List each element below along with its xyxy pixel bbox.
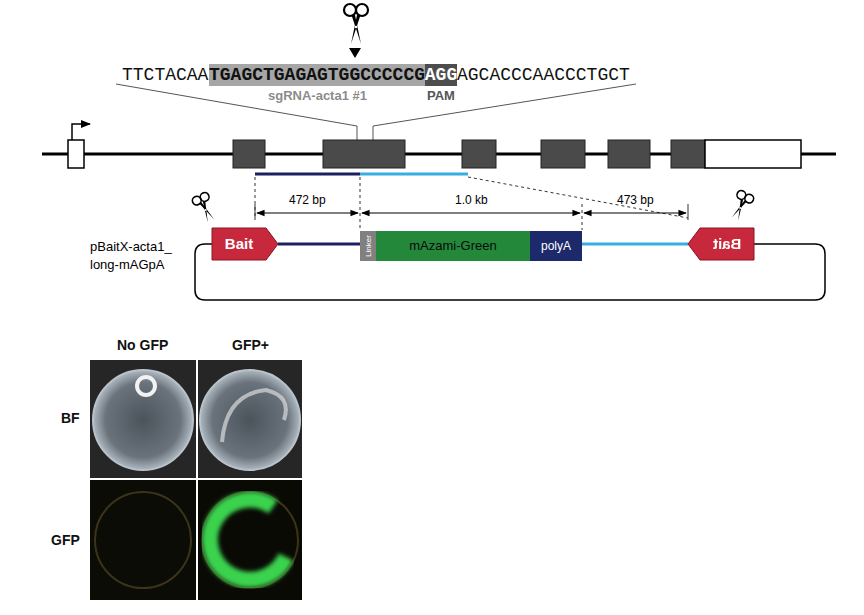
guide-line — [582, 204, 583, 230]
photo-panel — [90, 480, 196, 600]
node-text: mAzami-Green — [409, 238, 496, 254]
bait-shape — [688, 228, 754, 260]
dimension-arrow — [584, 212, 686, 213]
column-header: GFP+ — [232, 337, 269, 353]
photo-panel — [198, 480, 302, 600]
embryo — [95, 492, 191, 588]
exon — [608, 140, 650, 168]
dimension-label: 472 bp — [289, 192, 326, 208]
pam-box: AGG — [425, 64, 457, 86]
sgrna-target-band: TGAGCTGAGAGTGGCCCCCG — [209, 64, 425, 86]
cut-site-arrow — [349, 48, 361, 58]
scissors-icon — [191, 191, 219, 225]
node-text: Bait — [713, 236, 741, 252]
photo-panel — [198, 360, 302, 478]
row-header: GFP — [51, 532, 80, 548]
sequence-text: TTCTACAA — [122, 64, 209, 86]
utr-exon — [705, 140, 801, 168]
bait-arrow: Bait — [688, 228, 754, 260]
node-text: Linker — [361, 235, 377, 257]
exon — [671, 140, 705, 168]
dimension-arrow — [257, 212, 358, 213]
exon — [541, 140, 585, 168]
embryo — [202, 492, 298, 588]
photo-panel — [90, 360, 196, 478]
exon — [462, 140, 496, 168]
polya-box: polyA — [530, 231, 582, 261]
column-header: No GFP — [117, 337, 168, 353]
dimension-label: 1.0 kb — [455, 192, 488, 208]
plasmid-name: pBaitX-acta1_ long-mAGpA — [90, 238, 194, 274]
promoter-arrow — [72, 124, 90, 140]
dimension-label: 473 bp — [617, 192, 654, 208]
embryo-detail — [222, 390, 286, 442]
node-text: Bait — [225, 236, 253, 252]
node-text: polyA — [541, 238, 571, 254]
embryo — [200, 370, 300, 470]
bait-arrow: Bait — [212, 228, 278, 260]
guide-line — [255, 204, 256, 220]
guide-line — [688, 204, 689, 220]
embryo — [93, 370, 193, 470]
node-text: TGAGCTGAGAGTGGCCCCCG — [209, 64, 425, 86]
guide-line — [468, 177, 688, 218]
scissors-icon — [344, 4, 368, 44]
gfp-signal — [210, 500, 286, 580]
bait-shape — [212, 228, 278, 260]
embryo-detail — [137, 377, 155, 395]
left-arm-bar — [255, 173, 360, 176]
sgrna-label: sgRNA-acta1 #1 — [268, 88, 367, 104]
pam-label: PAM — [427, 88, 455, 104]
left-arm-bar — [278, 243, 360, 246]
zoom-line — [373, 84, 636, 140]
exon — [323, 140, 405, 168]
scissors-icon — [727, 189, 755, 223]
right-arm-bar — [582, 243, 688, 246]
exon — [233, 140, 265, 168]
reporter-box: mAzami-Green — [376, 231, 530, 261]
dimension-arrow — [362, 212, 580, 213]
guide-line — [360, 177, 361, 230]
row-header: BF — [61, 410, 80, 426]
utr-exon — [68, 140, 84, 168]
right-arm-bar — [360, 173, 468, 176]
node-text: AGG — [425, 64, 457, 86]
sequence-text: AGCACCCAACCCTGCT — [457, 64, 630, 86]
